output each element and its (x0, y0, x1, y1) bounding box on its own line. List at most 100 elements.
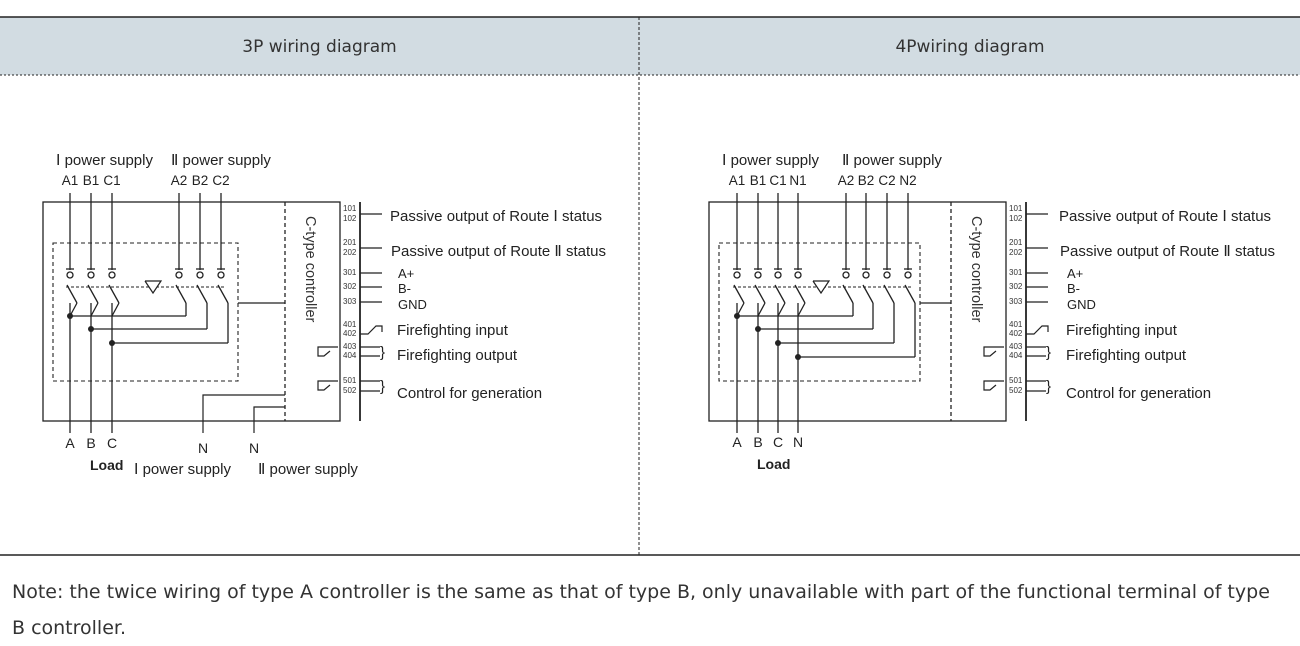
neutral-2-line (253, 406, 285, 433)
switch-blade (175, 284, 187, 304)
firefighting-output-label: Firefighting output (1066, 347, 1187, 364)
phase-1-label: C1 (103, 173, 120, 188)
switch-enclosure (708, 201, 1007, 422)
terminal-number: 403 (1009, 342, 1023, 351)
a-plus-label: A+ (1067, 266, 1083, 281)
contact-terminal (87, 271, 95, 279)
phase-1-label: A1 (62, 173, 79, 188)
switch-blade (108, 284, 120, 304)
phase-1-label: C1 (769, 173, 786, 188)
contact-terminal (733, 271, 741, 279)
gen-brace: } (380, 378, 385, 395)
b-minus-label: B- (398, 281, 411, 296)
header-3p: 3P wiring diagram (242, 37, 397, 57)
terminal-number: 303 (343, 297, 357, 306)
terminal-number: 201 (1009, 238, 1023, 247)
switch-module (718, 242, 921, 382)
contact-terminal (862, 271, 870, 279)
gen-relay-symbol (983, 380, 1004, 391)
switch-output-link (797, 302, 806, 317)
supply-2-label: Ⅱ power supply (171, 152, 271, 169)
switch-output-link (777, 302, 786, 317)
gen-relay-symbol (317, 380, 338, 391)
load-phase-label: B (86, 435, 95, 451)
switch-blade (754, 284, 766, 304)
switch-blade (904, 284, 916, 304)
terminal-number: 403 (343, 342, 357, 351)
terminal-number: 401 (1009, 320, 1023, 329)
switch-blade (217, 284, 229, 304)
contact-terminal (175, 271, 183, 279)
note-text: Note: the twice wiring of type A control… (12, 581, 1270, 639)
supply-2-label: Ⅱ power supply (842, 152, 942, 169)
switch-blade (794, 284, 806, 304)
switch-enclosure (42, 201, 341, 422)
contact-terminal (108, 271, 116, 279)
a-plus-label: A+ (398, 266, 414, 281)
phase-2-label: A2 (838, 173, 855, 188)
firefighting-input-symbol (360, 325, 383, 335)
neutral-1-line (202, 394, 285, 433)
terminal-number: 201 (343, 238, 357, 247)
terminal-number: 404 (343, 351, 357, 360)
fire-out-relay-symbol (317, 346, 338, 357)
terminal-number: 202 (343, 248, 357, 257)
terminal-number: 502 (1009, 386, 1023, 395)
switch-blade (733, 284, 745, 304)
terminal-number: 501 (1009, 376, 1023, 385)
load-phase-label: A (732, 434, 742, 450)
terminal-number: 101 (1009, 204, 1023, 213)
contact-terminal (754, 271, 762, 279)
switch-output-link (757, 302, 766, 317)
terminal-number: 302 (343, 282, 357, 291)
terminal-number: 404 (1009, 351, 1023, 360)
header-4p: 4Pwiring diagram (895, 37, 1045, 57)
route1-output-label: Passive output of Route Ⅰ status (390, 208, 602, 225)
switch-output-link (111, 302, 120, 317)
terminal-number: 303 (1009, 297, 1023, 306)
gen-brace: } (1046, 378, 1051, 395)
header-band (0, 17, 1300, 75)
terminal-number: 301 (1009, 268, 1023, 277)
interlock-symbol (812, 280, 831, 295)
phase-2-label: A2 (171, 173, 188, 188)
supply-1-label: Ⅰ power supply (56, 152, 153, 169)
load-phase-label: B (753, 434, 762, 450)
contact-terminal (66, 271, 74, 279)
switch-blade (774, 284, 786, 304)
terminal-number: 302 (1009, 282, 1023, 291)
contact-terminal (774, 271, 782, 279)
load-label: Load (757, 456, 790, 472)
phase-1-label: B1 (750, 173, 767, 188)
terminal-number: 402 (1009, 329, 1023, 338)
load-phase-label: C (107, 435, 117, 451)
fire-out-brace: } (1046, 344, 1051, 361)
terminal-number: 501 (343, 376, 357, 385)
firefighting-input-label: Firefighting input (1066, 322, 1178, 339)
contact-terminal (883, 271, 891, 279)
phase-2-label: B2 (192, 173, 209, 188)
controller-label: C-type controller (302, 216, 318, 323)
switch-output-link (90, 302, 99, 317)
load-phase-label: N (793, 434, 803, 450)
switch-blade (87, 284, 99, 304)
interlock-symbol (144, 280, 163, 295)
generation-control-label: Control for generation (397, 385, 542, 402)
route1-output-label: Passive output of Route Ⅰ status (1059, 208, 1271, 225)
firefighting-input-symbol (1026, 325, 1049, 335)
contact-terminal (217, 271, 225, 279)
b-minus-label: B- (1067, 281, 1080, 296)
load-label: Load (90, 457, 123, 473)
terminal-number: 502 (343, 386, 357, 395)
switch-blade (842, 284, 854, 304)
phase-2-label: C2 (878, 173, 895, 188)
load-phase-label: C (773, 434, 783, 450)
terminal-number: 301 (343, 268, 357, 277)
terminal-number: 101 (343, 204, 357, 213)
terminal-number: 402 (343, 329, 357, 338)
phase-2-label: N2 (899, 173, 916, 188)
neutral-2-label: N (249, 440, 259, 456)
neutral-1-label: N (198, 440, 208, 456)
